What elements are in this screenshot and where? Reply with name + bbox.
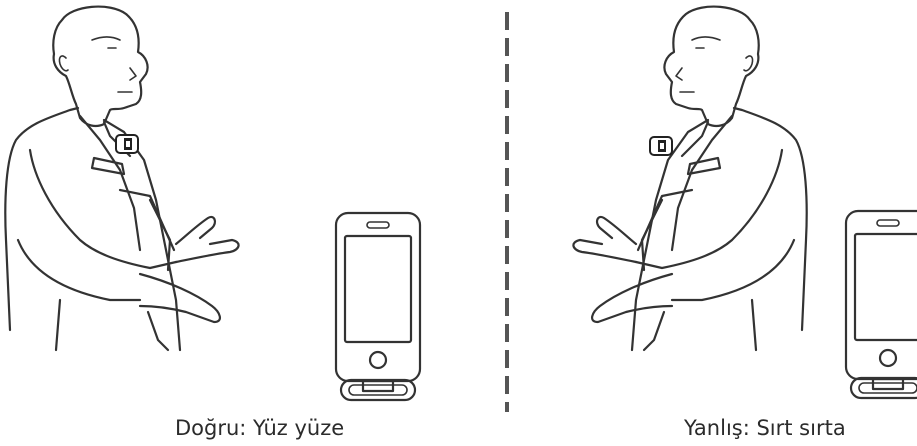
correct-panel: Doğru: Yüz yüze (0, 0, 500, 446)
lavalier-mic-icon (114, 132, 144, 158)
lavalier-mic-icon (648, 134, 678, 160)
dashed-divider (505, 12, 509, 412)
speaker-figure-back-to-phone (542, 0, 812, 360)
smartphone-icon (843, 208, 917, 398)
wrong-panel: Yanlış: Sırt sırta (512, 0, 917, 446)
caption-wrong: Yanlış: Sırt sırta (684, 416, 846, 440)
speaker-figure-facing-phone (0, 0, 260, 360)
wireless-receiver-icon (333, 374, 423, 404)
wireless-receiver-icon (843, 372, 917, 402)
caption-correct: Doğru: Yüz yüze (175, 416, 344, 440)
smartphone-icon (333, 210, 423, 400)
